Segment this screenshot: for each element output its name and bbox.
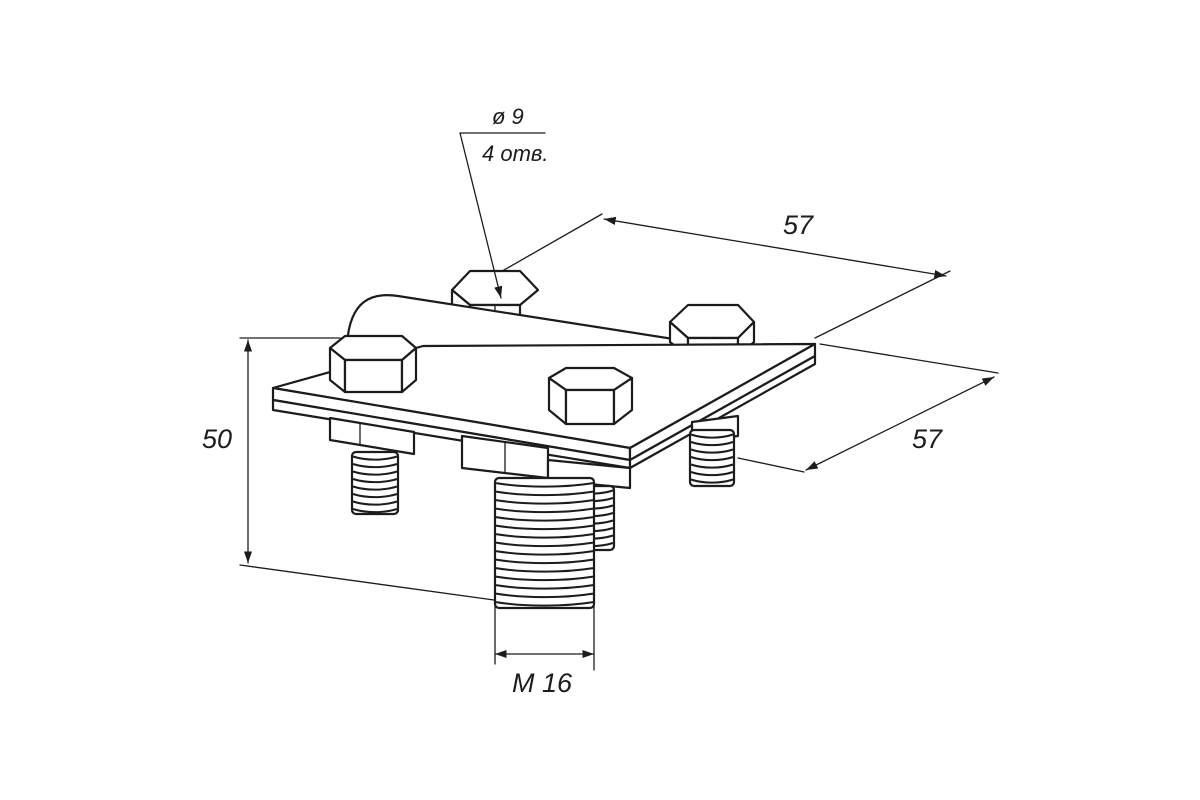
main-stud-m16 [493,476,596,610]
dim-thread: M 16 [512,668,573,698]
under-nuts [328,414,740,490]
left-stud [350,450,400,516]
dim-length-side: 57 [912,424,943,454]
dim-length-top: 57 [783,210,814,240]
front-right-bolt [547,366,634,426]
hole-diameter-label: ø 9 [492,104,524,129]
threaded-studs [350,428,736,610]
right-rear-stud [688,428,736,488]
dimension-lines [243,132,995,659]
hole-count-label: 4 отв. [482,141,549,166]
dim-height: 50 [202,424,232,454]
front-left-bolt [328,334,418,394]
